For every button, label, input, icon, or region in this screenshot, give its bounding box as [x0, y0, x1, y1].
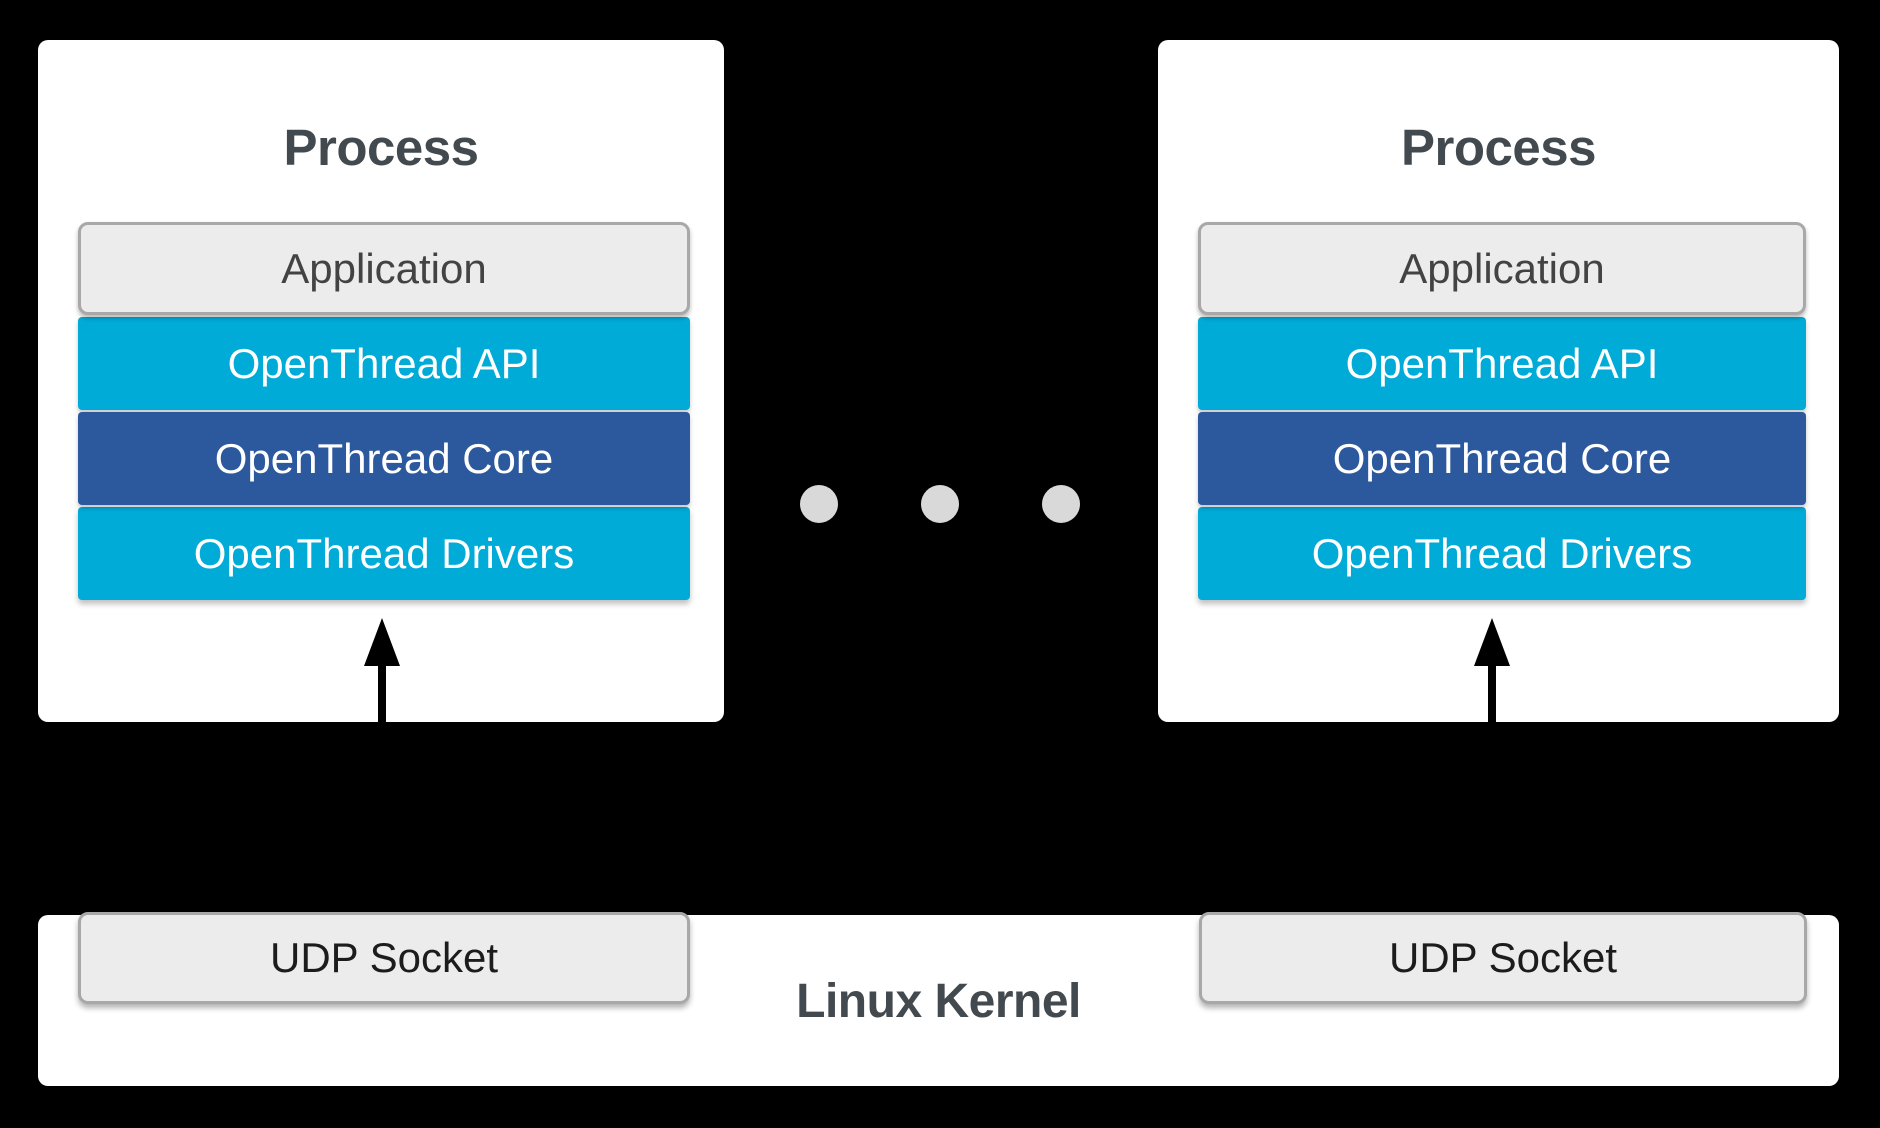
layer-application-left[interactable]: Application — [78, 222, 690, 315]
layer-openthread-core-right[interactable]: OpenThread Core — [1198, 412, 1806, 505]
ellipsis-dot-2 — [921, 485, 959, 523]
ellipsis-dot-3 — [1042, 485, 1080, 523]
layer-openthread-drivers-left[interactable]: OpenThread Drivers — [78, 507, 690, 600]
linux-kernel-title: Linux Kernel — [796, 975, 1081, 1028]
layer-stack-right: Application OpenThread API OpenThread Co… — [1198, 222, 1806, 600]
layer-openthread-core-left[interactable]: OpenThread Core — [78, 412, 690, 505]
udp-socket-right[interactable]: UDP Socket — [1199, 912, 1807, 1004]
layer-openthread-drivers-right[interactable]: OpenThread Drivers — [1198, 507, 1806, 600]
ellipsis-dot-1 — [800, 485, 838, 523]
process-title-right: Process — [1401, 119, 1596, 176]
layer-application-right[interactable]: Application — [1198, 222, 1806, 315]
layer-stack-left: Application OpenThread API OpenThread Co… — [78, 222, 690, 600]
ellipsis-dots — [800, 485, 1080, 525]
process-box-left: Process Application OpenThread API OpenT… — [38, 40, 724, 722]
process-box-right: Process Application OpenThread API OpenT… — [1158, 40, 1839, 722]
arrow-up-icon-left — [364, 618, 400, 748]
layer-openthread-api-right[interactable]: OpenThread API — [1198, 317, 1806, 410]
arrow-up-icon-right — [1474, 618, 1510, 748]
linux-kernel-box: UDP Socket Linux Kernel UDP Socket — [38, 912, 1839, 1086]
udp-socket-left[interactable]: UDP Socket — [78, 912, 690, 1004]
layer-openthread-api-left[interactable]: OpenThread API — [78, 317, 690, 410]
process-title-left: Process — [283, 119, 479, 176]
